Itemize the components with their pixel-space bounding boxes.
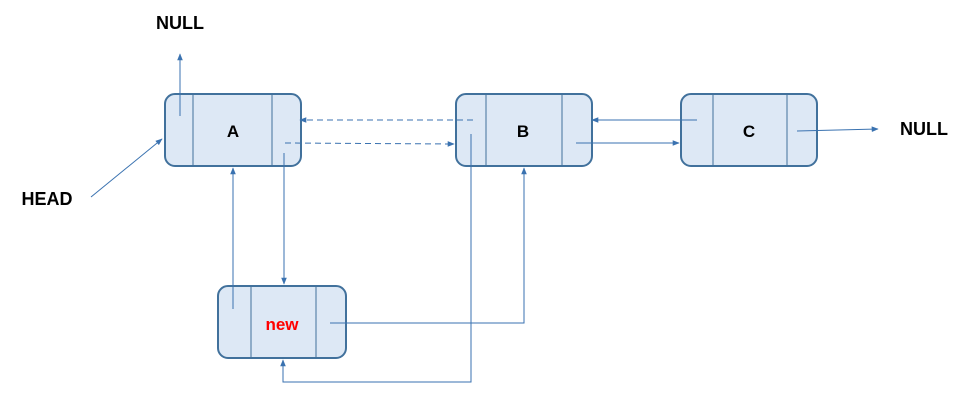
node-new-label: new xyxy=(265,315,299,334)
b-to-new-prev-arrow xyxy=(280,134,472,383)
node-new: new xyxy=(217,285,347,359)
node-b: B xyxy=(455,93,593,167)
head-arrow xyxy=(90,138,163,198)
node-c-label: C xyxy=(743,122,755,141)
head-label: HEAD xyxy=(21,189,72,209)
null-top-label: NULL xyxy=(156,13,204,33)
a-to-b-old-next-arrow xyxy=(284,141,455,147)
node-c: C xyxy=(680,93,818,167)
node-b-label: B xyxy=(517,122,529,141)
node-a: A xyxy=(164,93,302,167)
node-a-label: A xyxy=(227,122,239,141)
c-next-null-arrow xyxy=(796,126,879,132)
new-to-b-next-arrow xyxy=(330,167,527,324)
null-right-label: NULL xyxy=(900,119,948,139)
